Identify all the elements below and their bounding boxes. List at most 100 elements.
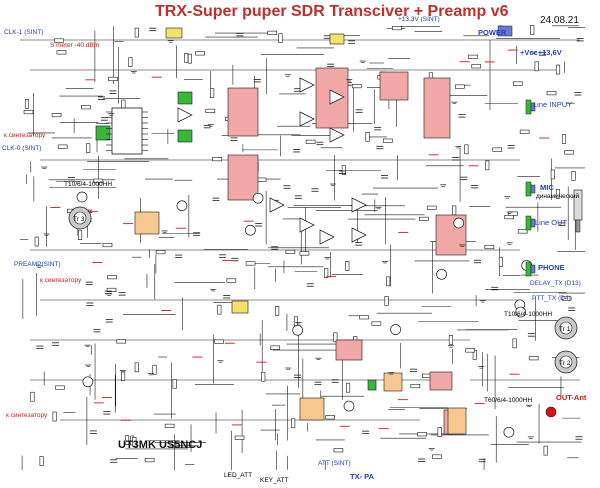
resistor xyxy=(81,105,91,110)
smeter-label: S meter -40 dBm xyxy=(50,42,100,49)
resistor xyxy=(108,76,118,81)
resistor xyxy=(291,418,296,429)
resistor xyxy=(86,143,91,153)
toroid-hole xyxy=(559,321,573,335)
resistor xyxy=(371,321,382,326)
audio-plug-tip xyxy=(575,219,581,233)
resistor xyxy=(56,50,67,55)
resistor xyxy=(448,335,453,345)
resistor xyxy=(57,144,68,149)
resistor xyxy=(333,332,338,343)
transistor xyxy=(503,426,515,438)
resistor xyxy=(555,64,561,75)
output-led xyxy=(545,406,557,418)
resistor xyxy=(484,244,495,250)
mixer-ic xyxy=(111,107,143,155)
clk1-label: CLK-1 (SINT) xyxy=(4,29,44,36)
resistor xyxy=(184,53,189,63)
components xyxy=(23,25,584,466)
resistor xyxy=(293,316,299,327)
resistor xyxy=(210,88,215,98)
supply-label: +Vcc+13,6V xyxy=(520,48,562,57)
transistor xyxy=(515,306,527,318)
resistor xyxy=(144,458,155,463)
resistor xyxy=(468,54,478,59)
mic-label: MIC xyxy=(540,183,554,192)
resistor xyxy=(93,178,104,183)
resistor xyxy=(561,296,572,301)
resistor xyxy=(30,391,35,402)
resistor xyxy=(234,435,245,440)
resistor xyxy=(546,91,557,96)
power-label: POWER xyxy=(478,28,507,37)
op-amp xyxy=(329,127,345,143)
resistor xyxy=(212,157,222,162)
ic-chip xyxy=(335,339,363,361)
transistor xyxy=(252,192,264,204)
tr2-label: Tr 2 xyxy=(559,360,571,367)
resistor xyxy=(471,64,482,69)
led-att-label: LED_ATT xyxy=(224,472,253,479)
resistor xyxy=(417,432,427,437)
resistor xyxy=(431,454,442,459)
resistor xyxy=(187,53,192,64)
resistor xyxy=(305,139,316,144)
opto-switch xyxy=(177,129,193,143)
tr3-label: Tr 3 xyxy=(73,216,85,223)
resistor xyxy=(267,30,277,35)
synth-label-3: к синтезатору xyxy=(6,412,48,419)
resistor xyxy=(23,109,34,115)
resistor xyxy=(134,362,139,373)
transistor xyxy=(176,200,188,212)
core-spec-2: T10/6/4-1000НН xyxy=(504,311,553,318)
resistor xyxy=(77,230,83,240)
resistor xyxy=(299,251,310,256)
resistor xyxy=(24,99,30,109)
resistor xyxy=(426,205,437,210)
jack-body xyxy=(525,181,532,197)
core-spec-3: T60/6/4-1000НН xyxy=(484,397,533,404)
op-amp xyxy=(299,217,315,233)
resistor xyxy=(34,236,39,247)
resistor xyxy=(345,261,350,271)
relay xyxy=(134,211,160,235)
resistor xyxy=(464,144,469,155)
core-spec-1: T10/6/4-1000НН xyxy=(64,181,113,188)
resistor xyxy=(365,132,370,142)
trimmer xyxy=(165,27,183,39)
transistor xyxy=(76,191,88,203)
transistor xyxy=(436,268,447,280)
tx-pa-label: TX- PA xyxy=(350,472,375,481)
relay xyxy=(299,397,325,421)
resistor xyxy=(386,276,391,287)
resistor xyxy=(392,26,402,31)
resistor xyxy=(512,81,523,86)
diagram-date: 24.08.21 xyxy=(540,15,579,26)
resistor xyxy=(571,171,576,181)
resistor xyxy=(214,339,224,344)
resistor xyxy=(245,261,256,266)
synth-label-2: к синтезатору xyxy=(40,277,82,284)
resistor xyxy=(555,188,561,199)
transistor xyxy=(453,217,465,229)
resistor xyxy=(498,256,504,267)
op-amp xyxy=(269,197,285,213)
resistor xyxy=(134,27,139,38)
resistor xyxy=(534,61,539,72)
trimmer xyxy=(329,33,345,45)
resistor xyxy=(530,25,535,35)
resistor xyxy=(152,364,157,375)
preamp-label: PREAMP(SINT) xyxy=(14,261,61,268)
resistor xyxy=(121,371,126,382)
resistor xyxy=(346,382,351,393)
resistor xyxy=(205,108,216,113)
resistor xyxy=(519,129,530,134)
resistor xyxy=(226,278,237,283)
line-out-label: Line OUT xyxy=(535,218,568,227)
transistor xyxy=(82,376,94,388)
ic-chip xyxy=(379,71,409,101)
trimmer xyxy=(231,300,249,314)
resistor xyxy=(270,345,281,350)
diagram-title: TRX-Super puper SDR Transciver + Preamp … xyxy=(155,3,509,20)
